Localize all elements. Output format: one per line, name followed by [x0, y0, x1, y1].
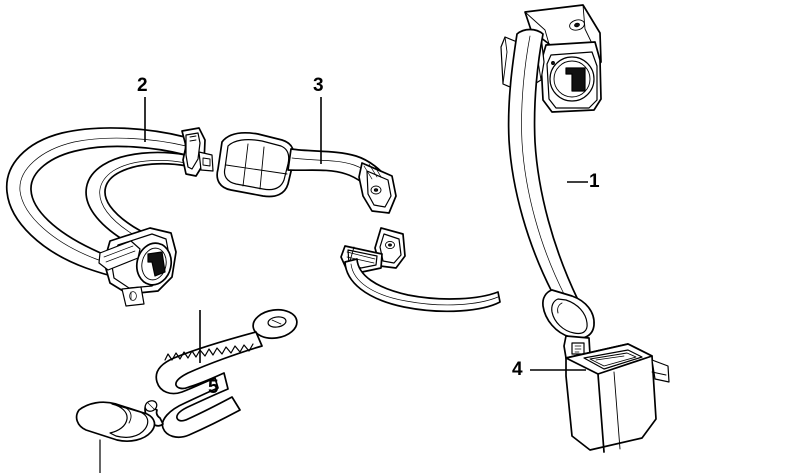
callout-label-4: 4	[512, 359, 523, 380]
part-1-shoulder-belt-group	[500, 4, 602, 365]
trim-cover-group	[75, 401, 156, 473]
part-4-buckle-receptacle-group	[565, 343, 670, 453]
callout-label-1: 1	[589, 171, 600, 192]
callout-label-5: 5	[208, 377, 219, 398]
callout-label-2: 2	[137, 75, 148, 96]
part-3-buckle-latch-group	[181, 127, 501, 313]
part-2-lap-belt-group	[5, 127, 188, 307]
callout-label-3: 3	[313, 75, 324, 96]
part-5-toothed-bracket-group	[144, 308, 298, 438]
callout-leader-lines	[144, 97, 588, 371]
